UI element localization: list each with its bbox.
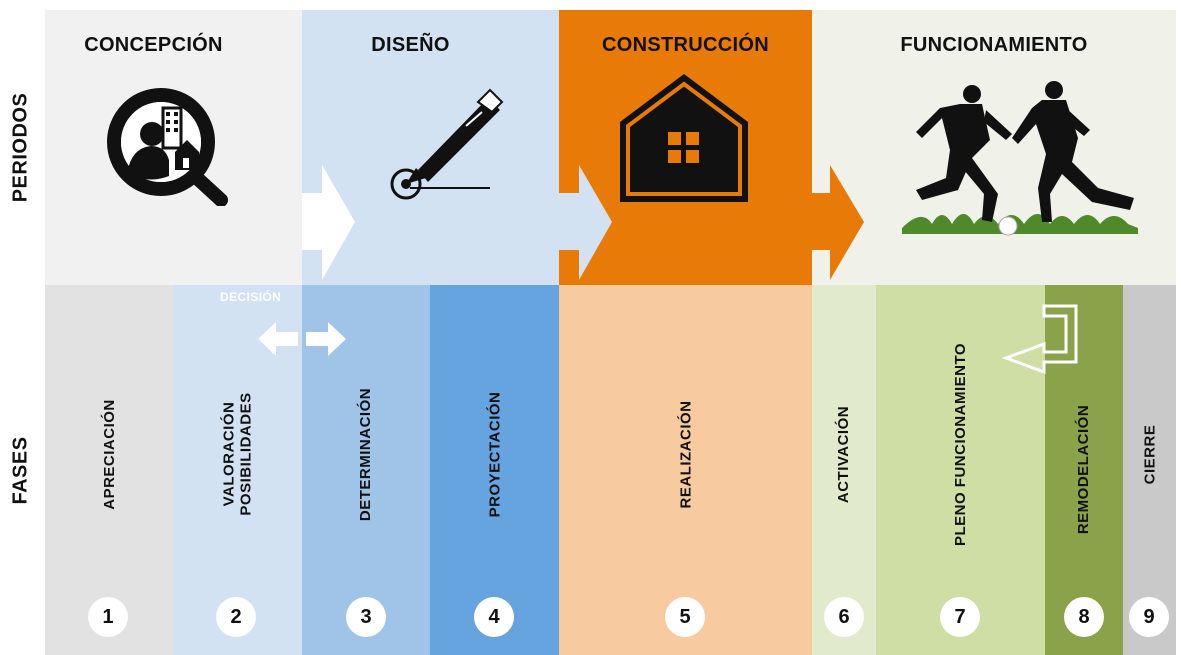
period-concepcion: CONCEPCIÓN xyxy=(45,10,302,285)
phase-label: PROYECTACIÓN xyxy=(485,391,503,517)
phase-proyectacion: PROYECTACIÓN 4 xyxy=(430,285,559,655)
phase-realizacion: REALIZACIÓN 5 xyxy=(559,285,812,655)
phase-cierre: CIERRE 9 xyxy=(1123,285,1176,655)
phase-number: 3 xyxy=(346,597,386,637)
phases-row-label: FASES xyxy=(9,435,32,505)
phase-label: REMODELACIÓN xyxy=(1075,404,1093,534)
period-title: CONCEPCIÓN xyxy=(84,34,223,56)
phase-label: VALORACIÓN POSIBILIDADES xyxy=(221,392,255,516)
period-title: CONSTRUCCIÓN xyxy=(602,34,769,56)
phase-label: CIERRE xyxy=(1141,424,1158,484)
phase-label: APRECIACIÓN xyxy=(100,398,118,510)
phase-apreciacion: APRECIACIÓN 1 xyxy=(45,285,174,655)
phase-pleno-funcionamiento: PLENO FUNCIONAMIENTO 7 xyxy=(876,285,1045,655)
phase-activacion: ACTIVACIÓN 6 xyxy=(812,285,876,655)
decision-label: DECISIÓN xyxy=(220,290,282,304)
period-arrows xyxy=(302,165,864,280)
phase-valoracion-posibilidades: VALORACIÓN POSIBILIDADES 2 xyxy=(174,285,302,655)
period-funcionamiento: FUNCIONAMIENTO xyxy=(812,10,1176,285)
phase-label: ACTIVACIÓN xyxy=(835,405,853,503)
arrow-right-icon xyxy=(302,165,355,280)
arrow-right-icon xyxy=(559,165,612,280)
phase-determinacion: DETERMINACIÓN 3 xyxy=(302,285,430,655)
soccer-players-icon xyxy=(902,81,1138,236)
phase-number: 7 xyxy=(940,597,980,637)
period-title: DISEÑO xyxy=(371,34,450,56)
phase-number: 2 xyxy=(216,597,256,637)
phase-remodelacion: REMODELACIÓN 8 xyxy=(1045,285,1123,655)
loop-back-arrow-icon xyxy=(1001,304,1078,375)
arrow-right-icon xyxy=(812,165,864,280)
phase-label: PLENO FUNCIONAMIENTO xyxy=(952,342,969,546)
house-icon xyxy=(620,74,748,202)
phase-number: 6 xyxy=(824,597,864,637)
phase-number: 8 xyxy=(1064,597,1104,637)
double-arrow-icon xyxy=(258,322,346,356)
phase-number: 9 xyxy=(1129,597,1169,637)
phase-number: 5 xyxy=(665,597,705,637)
period-diseno: DISEÑO xyxy=(302,10,559,285)
pen-icon xyxy=(390,88,504,200)
period-title: FUNCIONAMIENTO xyxy=(900,34,1088,56)
phase-number: 4 xyxy=(474,597,514,637)
search-person-icon xyxy=(107,88,228,206)
phase-label: REALIZACIÓN xyxy=(677,400,694,508)
phase-label: DETERMINACIÓN xyxy=(357,387,375,521)
phase-number: 1 xyxy=(88,597,128,637)
